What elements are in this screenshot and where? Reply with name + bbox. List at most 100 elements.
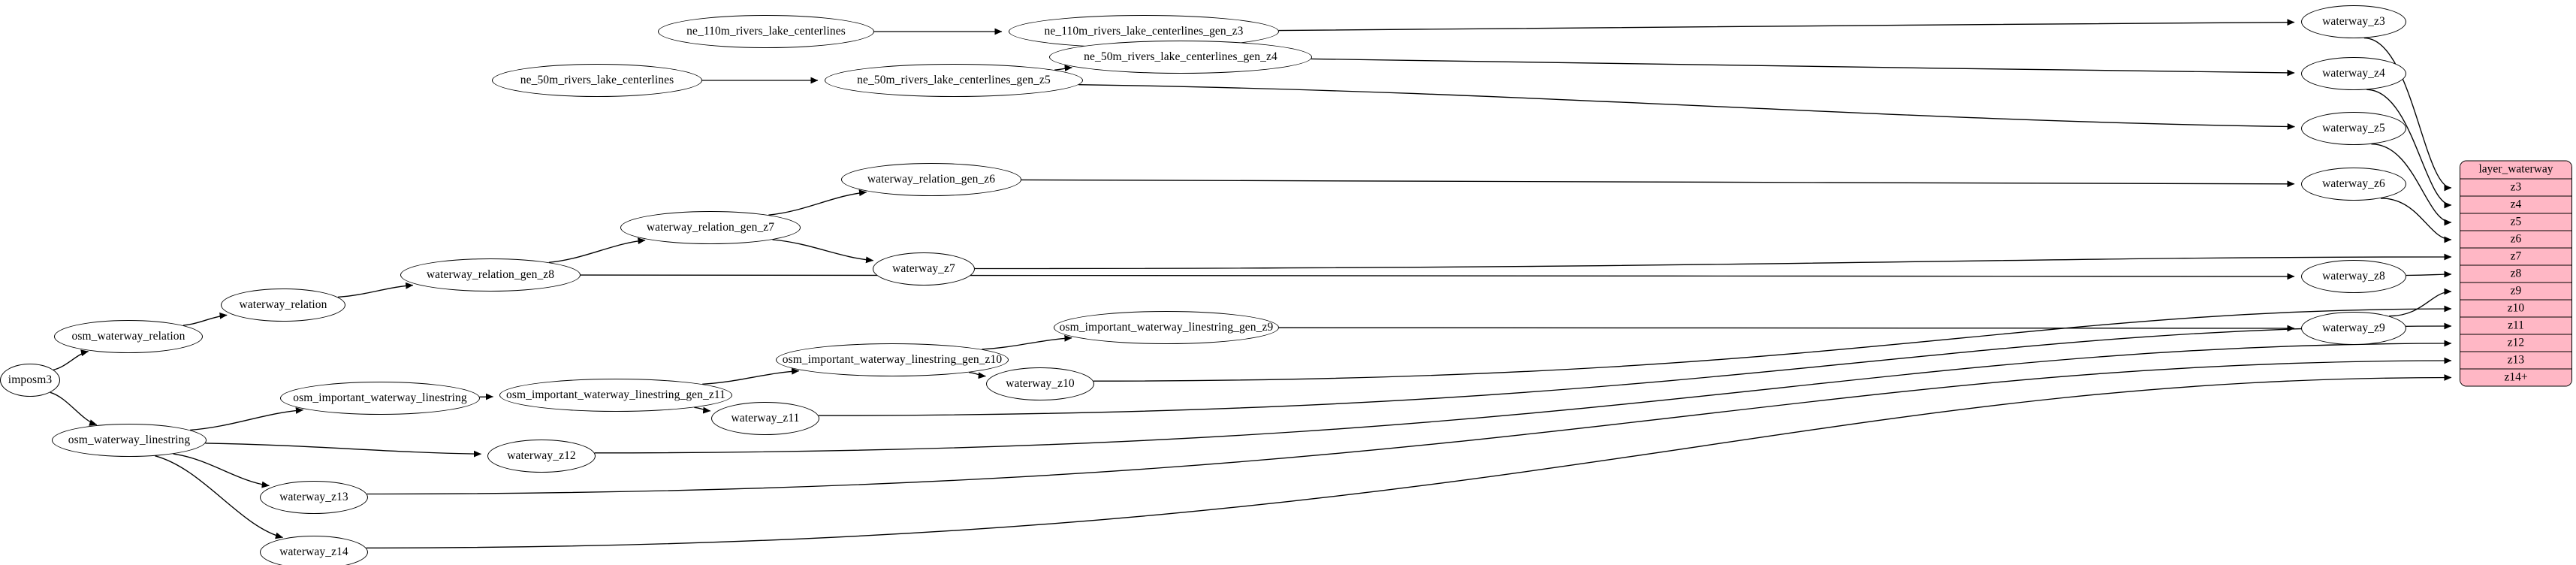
graph-node-ne-110m-rivers-lake-centerlines[interactable]: ne_110m_rivers_lake_centerlines <box>658 15 874 48</box>
graph-edge <box>702 367 800 385</box>
graph-node-label: waterway_relation_gen_z7 <box>646 221 775 234</box>
graph-edge <box>968 371 986 379</box>
graph-node-label: ne_50m_rivers_lake_centerlines <box>520 74 674 87</box>
graph-node-label: waterway_z14 <box>279 545 348 559</box>
table-row-z8[interactable]: z8 <box>2460 265 2571 283</box>
graph-node-label: waterway_relation <box>239 298 327 312</box>
graph-node-osm-important-waterway-linestring[interactable]: osm_important_waterway_linestring <box>280 382 480 415</box>
graph-node-label: waterway_z3 <box>2322 15 2385 29</box>
graph-edge <box>173 453 270 488</box>
graph-edge <box>2363 37 2452 192</box>
graph-node-osm-important-waterway-linestring-gen-z10[interactable]: osm_important_waterway_linestring_gen_z1… <box>776 343 1009 376</box>
graph-node-waterway-z4[interactable]: waterway_z4 <box>2301 57 2406 90</box>
graph-edge <box>1078 84 2295 130</box>
table-title: layer_waterway <box>2460 161 2571 180</box>
graph-node-waterway-relation-gen-z7[interactable]: waterway_relation_gen_z7 <box>620 211 801 244</box>
graph-node-waterway-z12[interactable]: waterway_z12 <box>487 440 596 473</box>
graph-node-ne-50m-rivers-lake-centerlines-gen-z5[interactable]: ne_50m_rivers_lake_centerlines_gen_z5 <box>825 64 1083 97</box>
graph-node-waterway-z6[interactable]: waterway_z6 <box>2301 168 2406 201</box>
graph-node-label: ne_110m_rivers_lake_centerlines_gen_z3 <box>1044 25 1244 38</box>
graph-node-label: waterway_z5 <box>2322 122 2385 135</box>
table-row-z5[interactable]: z5 <box>2460 213 2571 231</box>
graph-edge <box>205 443 482 458</box>
graph-edge <box>1093 305 2452 382</box>
graph-node-imposm3[interactable]: imposm3 <box>0 364 60 397</box>
graph-edge <box>1021 179 2295 188</box>
graph-edge <box>1278 19 2295 32</box>
graph-node-osm-waterway-relation[interactable]: osm_waterway_relation <box>54 320 203 353</box>
graph-node-waterway-relation-gen-z8[interactable]: waterway_relation_gen_z8 <box>400 258 581 292</box>
graph-node-waterway-z7[interactable]: waterway_z7 <box>873 252 975 286</box>
table-row-z13[interactable]: z13 <box>2460 352 2571 370</box>
graph-edge <box>1311 58 2295 77</box>
graph-edge <box>155 455 283 539</box>
graph-edge <box>982 334 1072 350</box>
graph-node-ne-50m-rivers-lake-centerlines-gen-z4[interactable]: ne_50m_rivers_lake_centerlines_gen_z4 <box>1049 41 1312 74</box>
table-row-z4[interactable]: z4 <box>2460 196 2571 214</box>
graph-edge <box>366 374 2452 548</box>
graph-edge <box>2388 288 2452 317</box>
graph-node-label: osm_waterway_relation <box>71 330 186 343</box>
graph-node-waterway-z5[interactable]: waterway_z5 <box>2301 112 2406 145</box>
graph-node-waterway-z9[interactable]: waterway_z9 <box>2301 312 2406 345</box>
graph-edge <box>337 282 414 298</box>
graph-node-ne-50m-rivers-lake-centerlines[interactable]: ne_50m_rivers_lake_centerlines <box>492 64 702 97</box>
graph-edge <box>548 237 646 263</box>
table-row-z9[interactable]: z9 <box>2460 282 2571 301</box>
graph-node-label: waterway_z9 <box>2322 322 2385 335</box>
graph-edge <box>189 406 304 431</box>
graph-node-osm-important-waterway-linestring-gen-z11[interactable]: osm_important_waterway_linestring_gen_z1… <box>499 379 732 412</box>
graph-edge <box>2406 270 2452 278</box>
table-row-z14plus[interactable]: z14+ <box>2460 369 2571 386</box>
graph-edge <box>580 273 2295 280</box>
graph-node-label: waterway_z8 <box>2322 270 2385 283</box>
graph-node-label: osm_waterway_linestring <box>68 434 191 447</box>
graph-edge <box>694 406 711 414</box>
graph-edge <box>768 189 867 216</box>
graph-edge <box>1054 65 1072 71</box>
table-row-z6[interactable]: z6 <box>2460 231 2571 249</box>
graph-node-waterway-z10[interactable]: waterway_z10 <box>986 367 1094 400</box>
graph-node-label: osm_important_waterway_linestring_gen_z9 <box>1059 321 1274 334</box>
graph-edge <box>53 349 89 370</box>
graph-node-label: waterway_relation_gen_z6 <box>867 173 996 186</box>
graph-node-label: waterway_z6 <box>2322 177 2385 191</box>
graph-edge <box>2371 144 2452 226</box>
graph-edge <box>594 340 2452 454</box>
table-row-z7[interactable]: z7 <box>2460 248 2571 266</box>
graph-node-label: osm_important_waterway_linestring <box>293 391 467 405</box>
graph-node-osm-important-waterway-linestring-gen-z9[interactable]: osm_important_waterway_linestring_gen_z9 <box>1054 311 1279 344</box>
graph-edge <box>182 312 228 326</box>
graph-node-waterway-relation-gen-z6[interactable]: waterway_relation_gen_z6 <box>841 163 1021 196</box>
graph-node-osm-waterway-linestring[interactable]: osm_waterway_linestring <box>52 424 207 457</box>
graph-node-label: waterway_z12 <box>507 449 576 463</box>
graph-node-waterway-z14[interactable]: waterway_z14 <box>260 536 368 565</box>
graph-node-label: waterway_z13 <box>279 491 348 504</box>
graph-node-label: ne_50m_rivers_lake_centerlines_gen_z5 <box>857 74 1051 87</box>
graph-node-label: imposm3 <box>8 373 53 387</box>
graph-node-label: osm_important_waterway_linestring_gen_z1… <box>782 353 1003 367</box>
graph-node-label: waterway_z10 <box>1006 377 1075 391</box>
graph-node-waterway-z11[interactable]: waterway_z11 <box>711 402 819 435</box>
graph-node-label: waterway_relation_gen_z8 <box>426 268 555 282</box>
graph-node-label: ne_50m_rivers_lake_centerlines_gen_z4 <box>1084 50 1277 64</box>
graph-edge <box>772 239 874 264</box>
table-row-z3[interactable]: z3 <box>2460 179 2571 197</box>
graph-edge <box>974 253 2452 270</box>
graph-node-label: ne_110m_rivers_lake_centerlines <box>686 25 846 38</box>
graph-node-label: waterway_z11 <box>731 412 800 425</box>
graph-node-waterway-relation[interactable]: waterway_relation <box>221 289 345 322</box>
table-row-z11[interactable]: z11 <box>2460 317 2571 335</box>
graph-node-label: osm_important_waterway_linestring_gen_z1… <box>506 388 725 402</box>
graph-node-label: waterway_z4 <box>2322 67 2385 80</box>
graph-edge <box>50 391 98 426</box>
graph-node-waterway-z3[interactable]: waterway_z3 <box>2301 5 2406 38</box>
table-row-z12[interactable]: z12 <box>2460 334 2571 352</box>
graph-node-waterway-z8[interactable]: waterway_z8 <box>2301 260 2406 293</box>
graph-node-waterway-z13[interactable]: waterway_z13 <box>260 481 368 514</box>
graph-edge <box>2366 89 2452 209</box>
table-row-z10[interactable]: z10 <box>2460 300 2571 318</box>
